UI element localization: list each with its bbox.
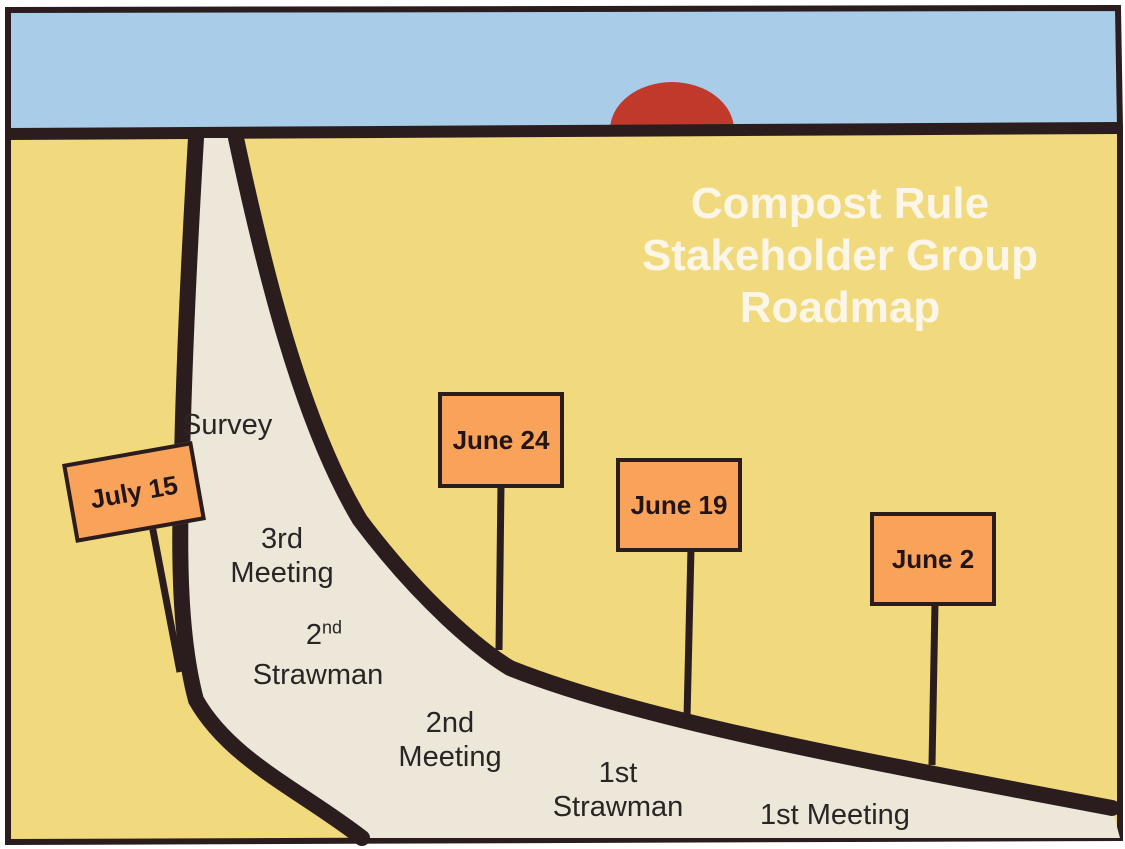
sky xyxy=(5,4,1124,136)
label-superscript: nd xyxy=(322,617,343,638)
sign-june-19: June 19 xyxy=(616,458,742,552)
sun-icon xyxy=(610,82,734,130)
title-line-1: Compost Rule xyxy=(690,179,990,228)
title-line-2: Stakeholder Group xyxy=(641,231,1039,280)
label-text: 2nd xyxy=(232,618,404,652)
label-survey: Survey xyxy=(182,408,272,442)
sign-post-june19 xyxy=(683,547,695,719)
sign-label: June 24 xyxy=(452,424,550,455)
label-1st-strawman: 1st Strawman xyxy=(536,756,700,824)
label-2nd-meeting: 2nd Meeting xyxy=(384,706,516,774)
sign-post-june2 xyxy=(928,602,939,766)
label-text: Meeting xyxy=(398,741,502,773)
label-1st-meeting: 1st Meeting xyxy=(760,798,910,832)
sign-post-june24 xyxy=(495,483,505,651)
horizon-line xyxy=(7,122,1121,140)
sign-post-july15 xyxy=(148,524,184,673)
label-number: 2 xyxy=(305,619,323,651)
label-text: 3rd xyxy=(261,523,303,555)
diagram-title: Compost Rule Stakeholder Group Roadmap xyxy=(600,178,1080,334)
road xyxy=(180,138,1120,838)
label-text: Meeting xyxy=(230,557,334,589)
label-text: Survey xyxy=(182,409,273,441)
title-line-3: Roadmap xyxy=(739,283,941,332)
sign-june-24: June 24 xyxy=(438,392,564,488)
road-edge-left xyxy=(172,130,370,846)
sign-june-2: June 2 xyxy=(870,512,996,606)
label-3rd-meeting: 3rd Meeting xyxy=(216,522,348,590)
road-edge-right xyxy=(228,130,1120,816)
label-text: Strawman xyxy=(252,659,384,691)
label-text: 1st Meeting xyxy=(760,799,910,831)
label-text: Strawman xyxy=(552,791,684,823)
label-text: 1st xyxy=(598,757,638,789)
sign-label: June 19 xyxy=(630,489,728,520)
label-2nd-strawman: 2nd Strawman xyxy=(232,618,404,692)
label-text: 2nd xyxy=(425,707,475,739)
sign-label: July 15 xyxy=(87,469,180,514)
sign-label: June 2 xyxy=(891,543,975,574)
